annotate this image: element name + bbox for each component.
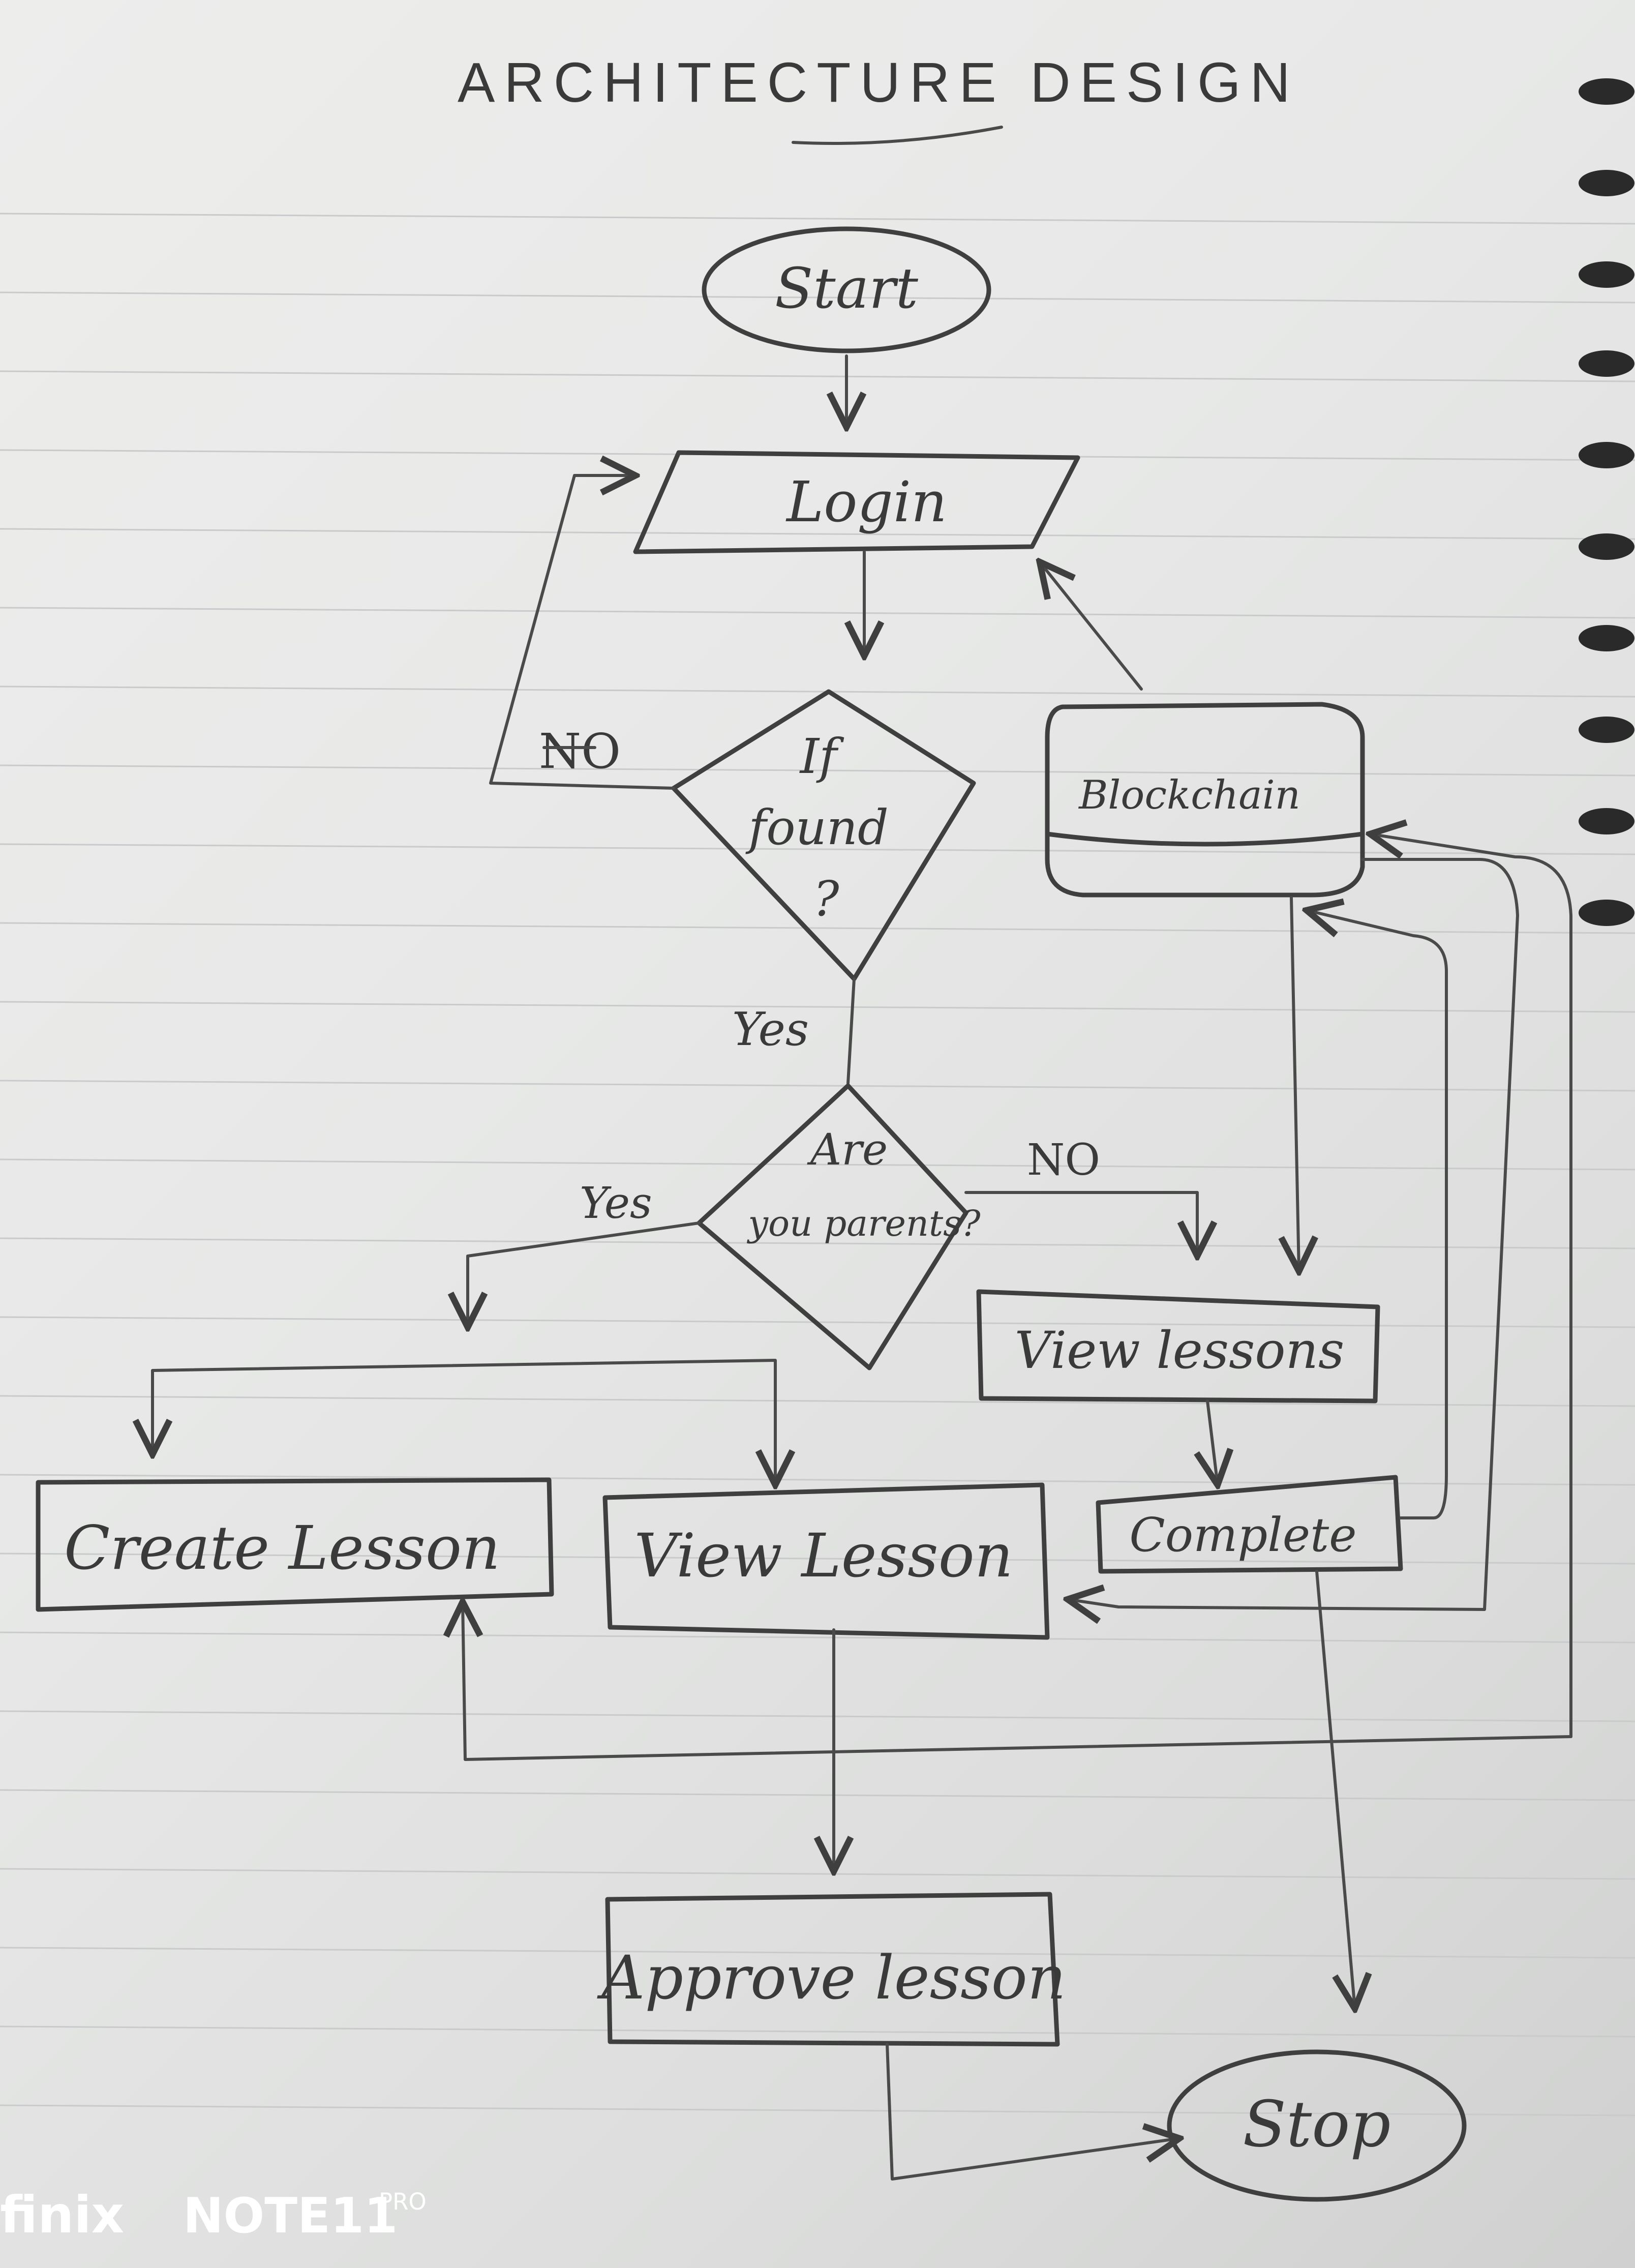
watermark-model: NOTE11 bbox=[183, 2188, 398, 2244]
edge-viewlessons-to-complete bbox=[1207, 1399, 1218, 1485]
view-lessons-label: View lessons bbox=[1015, 1321, 1345, 1380]
edge-blockchain-to-login bbox=[1040, 562, 1143, 691]
create-lesson-node: Create Lesson bbox=[36, 1477, 554, 1612]
view-lesson-label: View Lesson bbox=[634, 1520, 1013, 1591]
complete-node: Complete bbox=[1096, 1475, 1403, 1574]
if-found-line3: ? bbox=[813, 871, 840, 927]
edge-notfound-to-login bbox=[489, 475, 675, 790]
edge-complete-to-blockchain bbox=[1307, 910, 1448, 1519]
view-lesson-node: View Lesson bbox=[602, 1482, 1050, 1640]
edge-blockchain-to-view-lesson bbox=[1068, 858, 1519, 1609]
view-lessons-node: View lessons bbox=[976, 1289, 1380, 1404]
edge-parents-no bbox=[964, 1191, 1197, 1256]
title-underline-arrow bbox=[792, 126, 1003, 145]
stop-node: Stop bbox=[1167, 2049, 1467, 2202]
edge-loop-to-create-lesson bbox=[463, 1602, 1572, 1761]
spiral-binding bbox=[1579, 78, 1634, 926]
watermark-suffix: PRO bbox=[379, 2188, 427, 2215]
if-found-line1: If bbox=[799, 729, 845, 785]
edge-blockchain-to-viewlessons bbox=[1291, 896, 1299, 1271]
if-found-line2: found bbox=[745, 800, 889, 856]
parents-yes-label: Yes bbox=[580, 1178, 652, 1229]
if-found-decision: If found ? bbox=[671, 689, 976, 981]
found-no-label: NO bbox=[539, 724, 621, 780]
found-yes-label: Yes bbox=[732, 1003, 809, 1056]
edge-create-lesson-to-blockchain bbox=[1370, 834, 1572, 1738]
are-you-parents-decision: Are you parents? bbox=[697, 1083, 981, 1370]
edge-approve-to-stop bbox=[886, 2043, 1179, 2181]
diagram-title: ARCHITECTURE DESIGN bbox=[458, 51, 1299, 114]
parents-no-label: NO bbox=[1027, 1135, 1100, 1185]
ruled-lines bbox=[0, 213, 1635, 2116]
start-label: Start bbox=[775, 256, 919, 321]
camera-watermark: finix NOTE11 PRO bbox=[0, 2185, 427, 2245]
approve-lesson-node: Approve lesson bbox=[597, 1892, 1066, 2047]
complete-label: Complete bbox=[1129, 1508, 1356, 1562]
edge-found-to-parents bbox=[846, 977, 856, 1085]
blockchain-label: Blockchain bbox=[1078, 772, 1300, 818]
parents-line1: Are bbox=[807, 1125, 888, 1175]
approve-lesson-label: Approve lesson bbox=[597, 1943, 1066, 2013]
stop-label: Stop bbox=[1243, 2087, 1390, 2161]
start-node: Start bbox=[702, 226, 991, 353]
parents-line2: you parents? bbox=[746, 1203, 981, 1244]
login-label: Login bbox=[785, 469, 947, 534]
create-lesson-label: Create Lesson bbox=[64, 1513, 500, 1583]
login-node: Login bbox=[633, 450, 1080, 554]
edge-parents-yes bbox=[468, 1221, 701, 1327]
edge-complete-to-stop bbox=[1315, 1570, 1355, 2009]
edge-split-bracket bbox=[151, 1359, 777, 1486]
blockchain-node: Blockchain bbox=[1045, 702, 1365, 898]
watermark-brand: finix bbox=[0, 2185, 124, 2245]
